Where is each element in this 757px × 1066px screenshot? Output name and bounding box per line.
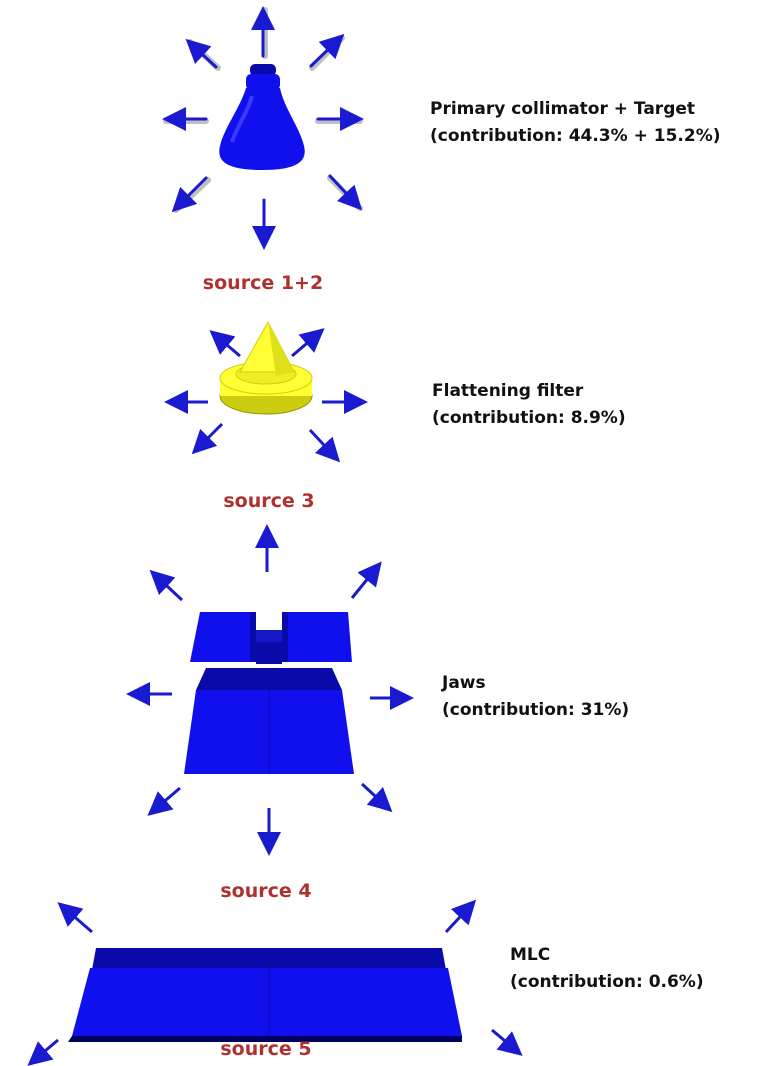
arrow-icon <box>147 786 181 816</box>
arrow-icon <box>209 330 241 358</box>
source-label: source 4 <box>220 880 312 902</box>
mlc-slab-icon <box>68 948 462 1042</box>
source-label: source 3 <box>223 490 315 512</box>
label-source-4: Jaws (contribution: 31%) <box>442 670 629 724</box>
arrow-icon <box>27 1038 59 1066</box>
source-label: source 1+2 <box>202 272 324 294</box>
arrow-icon <box>444 899 477 934</box>
cone-icon <box>219 320 313 415</box>
source-label: source 5 <box>220 1038 312 1060</box>
bulb-icon <box>219 64 305 170</box>
arrow-icon <box>291 328 325 358</box>
contribution-text: (contribution: 31%) <box>442 700 630 720</box>
arrow-icon <box>491 1028 523 1056</box>
arrow-icon <box>57 902 93 934</box>
arrow-icon <box>171 176 211 213</box>
emission-arrows-source-3 <box>164 328 368 463</box>
label-source-1-2: Primary collimator + Target (contributio… <box>430 96 721 150</box>
arrow-icon <box>191 422 224 455</box>
contribution-text: (contribution: 44.3% + 15.2%) <box>430 126 721 146</box>
jaws-block-icon <box>184 612 354 774</box>
component-name: Flattening filter <box>432 381 584 401</box>
arrow-icon <box>315 107 364 131</box>
label-source-5: MLC (contribution: 0.6%) <box>510 942 704 996</box>
arrow-icon <box>308 428 341 463</box>
emission-arrows-source-5 <box>27 899 523 1066</box>
arrow-icon <box>185 38 221 71</box>
label-source-3: Flattening filter (contribution: 8.9%) <box>432 378 626 432</box>
arrow-icon <box>360 782 393 813</box>
emission-arrows-source-1-2 <box>162 6 364 250</box>
arrow-icon <box>309 33 345 71</box>
arrow-icon <box>149 569 184 602</box>
component-name: Jaws <box>442 673 486 693</box>
arrow-icon <box>327 174 363 211</box>
arrow-icon <box>350 561 382 599</box>
arrow-icon <box>251 6 275 59</box>
arrow-icon <box>162 107 209 131</box>
emission-arrows-source-4 <box>126 524 414 856</box>
component-name: Primary collimator + Target <box>430 99 696 119</box>
contribution-text: (contribution: 8.9%) <box>432 408 626 428</box>
component-name: MLC <box>510 945 551 965</box>
contribution-text: (contribution: 0.6%) <box>510 972 704 992</box>
